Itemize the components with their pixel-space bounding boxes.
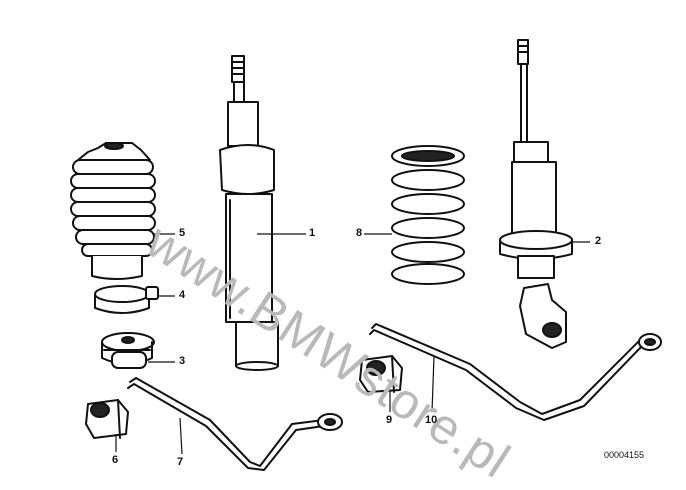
- callout-5: 5: [179, 227, 186, 239]
- part-7-stabilizer-bar: [127, 377, 343, 471]
- part-8-coil-spring: [391, 145, 465, 285]
- part-4-clamp-ring: [94, 285, 159, 314]
- leader-7: [179, 417, 183, 455]
- callout-8: 8: [356, 227, 363, 239]
- part-1-shock-absorber: [219, 55, 279, 371]
- part-5-bellows: [70, 142, 156, 280]
- leader-lines: [115, 233, 590, 455]
- callout-7: 7: [177, 456, 184, 468]
- callout-10: 10: [425, 414, 438, 426]
- callout-3: 3: [179, 355, 186, 367]
- callout-2: 2: [595, 235, 602, 247]
- part-10-stabilizer-bar: [369, 323, 662, 421]
- part-9-bushing: [359, 355, 403, 393]
- part-3-mount-nut: [101, 332, 155, 369]
- callout-4: 4: [179, 289, 186, 301]
- part-2-rear-shock: [499, 39, 573, 349]
- callout-6: 6: [112, 454, 119, 466]
- leader-10: [431, 355, 435, 413]
- part-6-bushing: [85, 399, 129, 439]
- callout-1: 1: [309, 227, 316, 239]
- diagram-id: 00004155: [604, 450, 645, 460]
- callout-9: 9: [386, 414, 393, 426]
